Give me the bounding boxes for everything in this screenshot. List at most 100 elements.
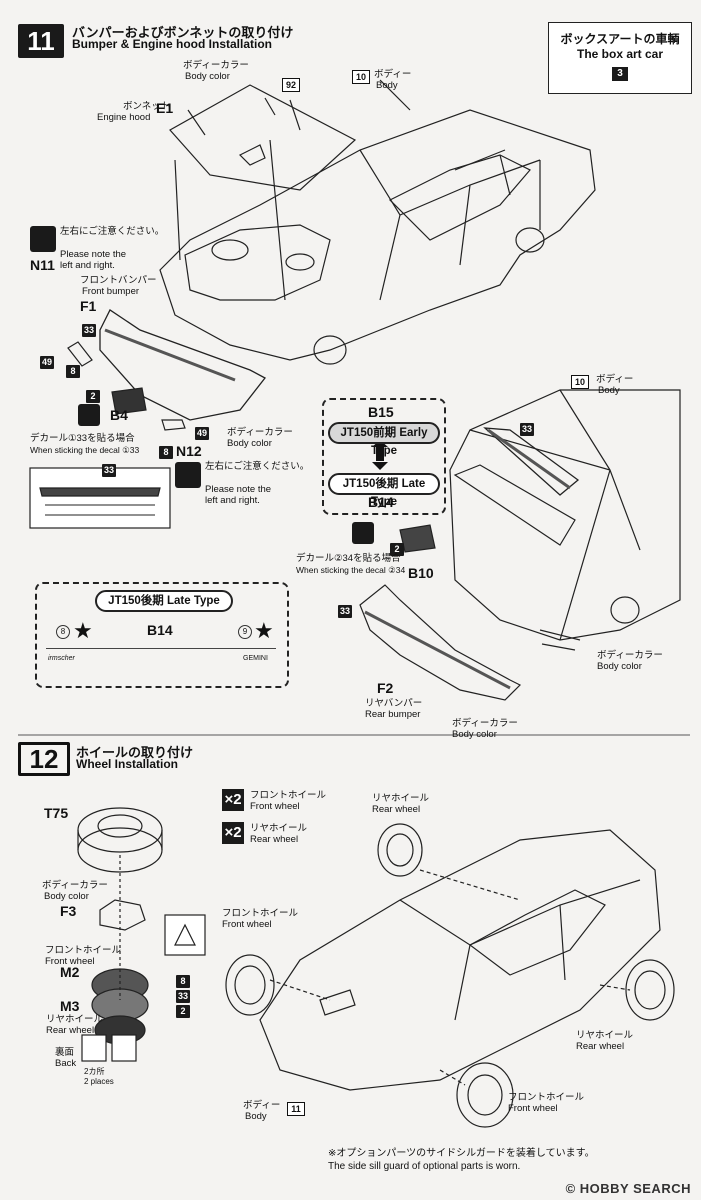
boxart-title-en: The box art car xyxy=(576,47,664,61)
wheel-body-color-en: Body color xyxy=(44,891,89,902)
hood-body-color-en: Body color xyxy=(185,71,230,82)
paint-2-wheel: 2 xyxy=(176,1005,190,1018)
part-e1: E1 xyxy=(156,100,174,116)
decal-strip-right-text: GEMINI xyxy=(243,655,268,662)
caution-icon-n11 xyxy=(30,226,56,252)
engine-hood xyxy=(169,84,357,191)
caution-jp-n11: 左右にご注意ください。 xyxy=(60,226,165,237)
paint-33-decal: 33 xyxy=(102,464,116,477)
body-label-en-rear: Body xyxy=(598,385,620,396)
type-comparison-box xyxy=(322,398,446,515)
paint-49-n11: 49 xyxy=(40,356,54,369)
paint-33-spoiler: 33 xyxy=(520,423,534,436)
step-11-title-en: Bumper & Engine hood Installation xyxy=(72,37,273,51)
part-f1: F1 xyxy=(80,298,97,314)
places-en: 2 places xyxy=(84,1077,114,1086)
paint-49-n12: 49 xyxy=(195,427,209,440)
body-label-en-top: Body xyxy=(376,80,398,91)
front-wheel-bottom-en: Front wheel xyxy=(508,1103,558,1114)
body-label-jp-rear: ボディー xyxy=(596,374,634,385)
part-n12: N12 xyxy=(176,443,202,459)
wheel-body-color-jp: ボディーカラー xyxy=(42,880,108,891)
star-icon-right: ★ xyxy=(254,618,274,643)
rear-bumper xyxy=(359,584,522,701)
front-bumper-en: Front bumper xyxy=(82,286,140,297)
car-body-front-view xyxy=(159,109,596,361)
part-f2: F2 xyxy=(377,680,394,696)
part-b4: B4 xyxy=(110,407,128,423)
caution-en-n11: Please note the left and right. xyxy=(60,249,127,271)
rear-body-color-jp: ボディーカラー xyxy=(452,718,518,729)
assembly-front-wheel-jp: フロントホイール xyxy=(45,945,122,956)
rear-car-body-color-en: Body color xyxy=(597,661,642,672)
quantity-rear-wheel: ×2 xyxy=(222,822,244,844)
decal-rear-en: When sticking the decal ②34 xyxy=(296,565,406,575)
rear-car-body-color-jp: ボディーカラー xyxy=(597,650,663,661)
part-b14: B14 xyxy=(368,494,394,510)
paint-8-n12: 8 xyxy=(159,446,173,459)
caution-jp-n12: 左右にご注意ください。 xyxy=(205,461,310,472)
rear-wheel-top-en: Rear wheel xyxy=(372,804,421,815)
decal-rear-jp: デカール②34を貼る場合 xyxy=(296,553,401,564)
rear-wheel-right-en: Rear wheel xyxy=(576,1041,625,1052)
part-b14-decal: B14 xyxy=(147,622,173,638)
part-t75: T75 xyxy=(44,805,69,821)
front-wheel-left-en: Front wheel xyxy=(222,919,272,930)
car-body-wheel-view xyxy=(259,829,661,1091)
front-bumper xyxy=(99,309,266,421)
paint-8-n11: 8 xyxy=(66,365,80,378)
step-11-title-jp: バンパーおよびボンネットの取り付け xyxy=(72,25,294,40)
footnote-en: The side sill guard of optional parts is… xyxy=(328,1161,521,1172)
watermark: © HOBBY SEARCH xyxy=(565,1181,691,1196)
assembly-front-wheel-en: Front wheel xyxy=(45,956,95,967)
footnote-jp: ※オプションパーツのサイドシルガードを装着しています。 xyxy=(328,1148,595,1159)
body-color-en-n12: Body color xyxy=(227,438,272,449)
caution-icon-n12 xyxy=(175,462,201,488)
paint-33-rear: 33 xyxy=(338,605,352,618)
paint-2-b10: 2 xyxy=(390,543,404,556)
late-type-pill: JT150後期 Late Type xyxy=(328,473,440,508)
body-label-jp-top: ボディー xyxy=(374,69,412,80)
decal-circle-right: 9 xyxy=(238,625,252,639)
rear-wheel-top-jp: リヤホイール xyxy=(372,793,430,804)
part-m2: M2 xyxy=(60,964,80,980)
part-b10: B10 xyxy=(408,565,434,581)
back-label-en: Back xyxy=(55,1058,77,1069)
assembly-rear-wheel-jp: リヤホイール xyxy=(46,1014,104,1025)
front-wheel-right xyxy=(456,1062,514,1128)
decal-icon-front xyxy=(78,404,100,426)
rear-body-color-en: Body color xyxy=(452,729,497,740)
rear-wheel-loose xyxy=(377,823,423,877)
body-color-jp-n12: ボディーカラー xyxy=(227,427,293,438)
step12-body-en: Body xyxy=(245,1111,267,1122)
paint-10-rear: 10 xyxy=(571,375,589,389)
hood-label-jp: ボンネット xyxy=(123,101,171,112)
step12-body-jp: ボディー xyxy=(243,1100,281,1111)
decal-circle-left: 8 xyxy=(56,625,70,639)
rear-wheel-right xyxy=(625,959,675,1021)
decal-front-en: When sticking the decal ①33 xyxy=(30,445,140,455)
rear-wheel-qty-en: Rear wheel xyxy=(250,834,299,845)
rear-wheel-right-jp: リヤホイール xyxy=(576,1030,634,1041)
front-bumper-jp: フロントバンパー xyxy=(80,275,157,286)
part-n11: N11 xyxy=(30,257,55,273)
paint-33-wheel: 33 xyxy=(176,990,190,1003)
step-11-number: 11 xyxy=(18,24,64,58)
star-icon-left: ★ xyxy=(73,618,93,643)
front-wheel-loose xyxy=(225,954,275,1016)
rear-bumper-en: Rear bumper xyxy=(365,709,421,720)
paint-10-top: 10 xyxy=(352,70,370,84)
step-12-title-jp: ホイールの取り付け xyxy=(76,745,194,760)
rear-bumper-jp: リヤバンパー xyxy=(365,698,423,709)
back-label-jp: 裏面 xyxy=(55,1047,75,1058)
hood-body-color-jp: ボディーカラー xyxy=(183,60,249,71)
late-type-title-pill: JT150後期 Late Type xyxy=(95,590,233,612)
boxart-box: ボックスアートの車輌 The box art car 3 xyxy=(548,22,692,94)
front-wheel-left-jp: フロントホイール xyxy=(222,908,299,919)
paint-11: 11 xyxy=(287,1102,305,1116)
part-b15: B15 xyxy=(368,404,394,420)
paint-33-front: 33 xyxy=(82,324,96,337)
decal-front-jp: デカール①33を貼る場合 xyxy=(30,433,135,444)
front-wheel-qty-jp: フロントホイール xyxy=(250,790,327,801)
